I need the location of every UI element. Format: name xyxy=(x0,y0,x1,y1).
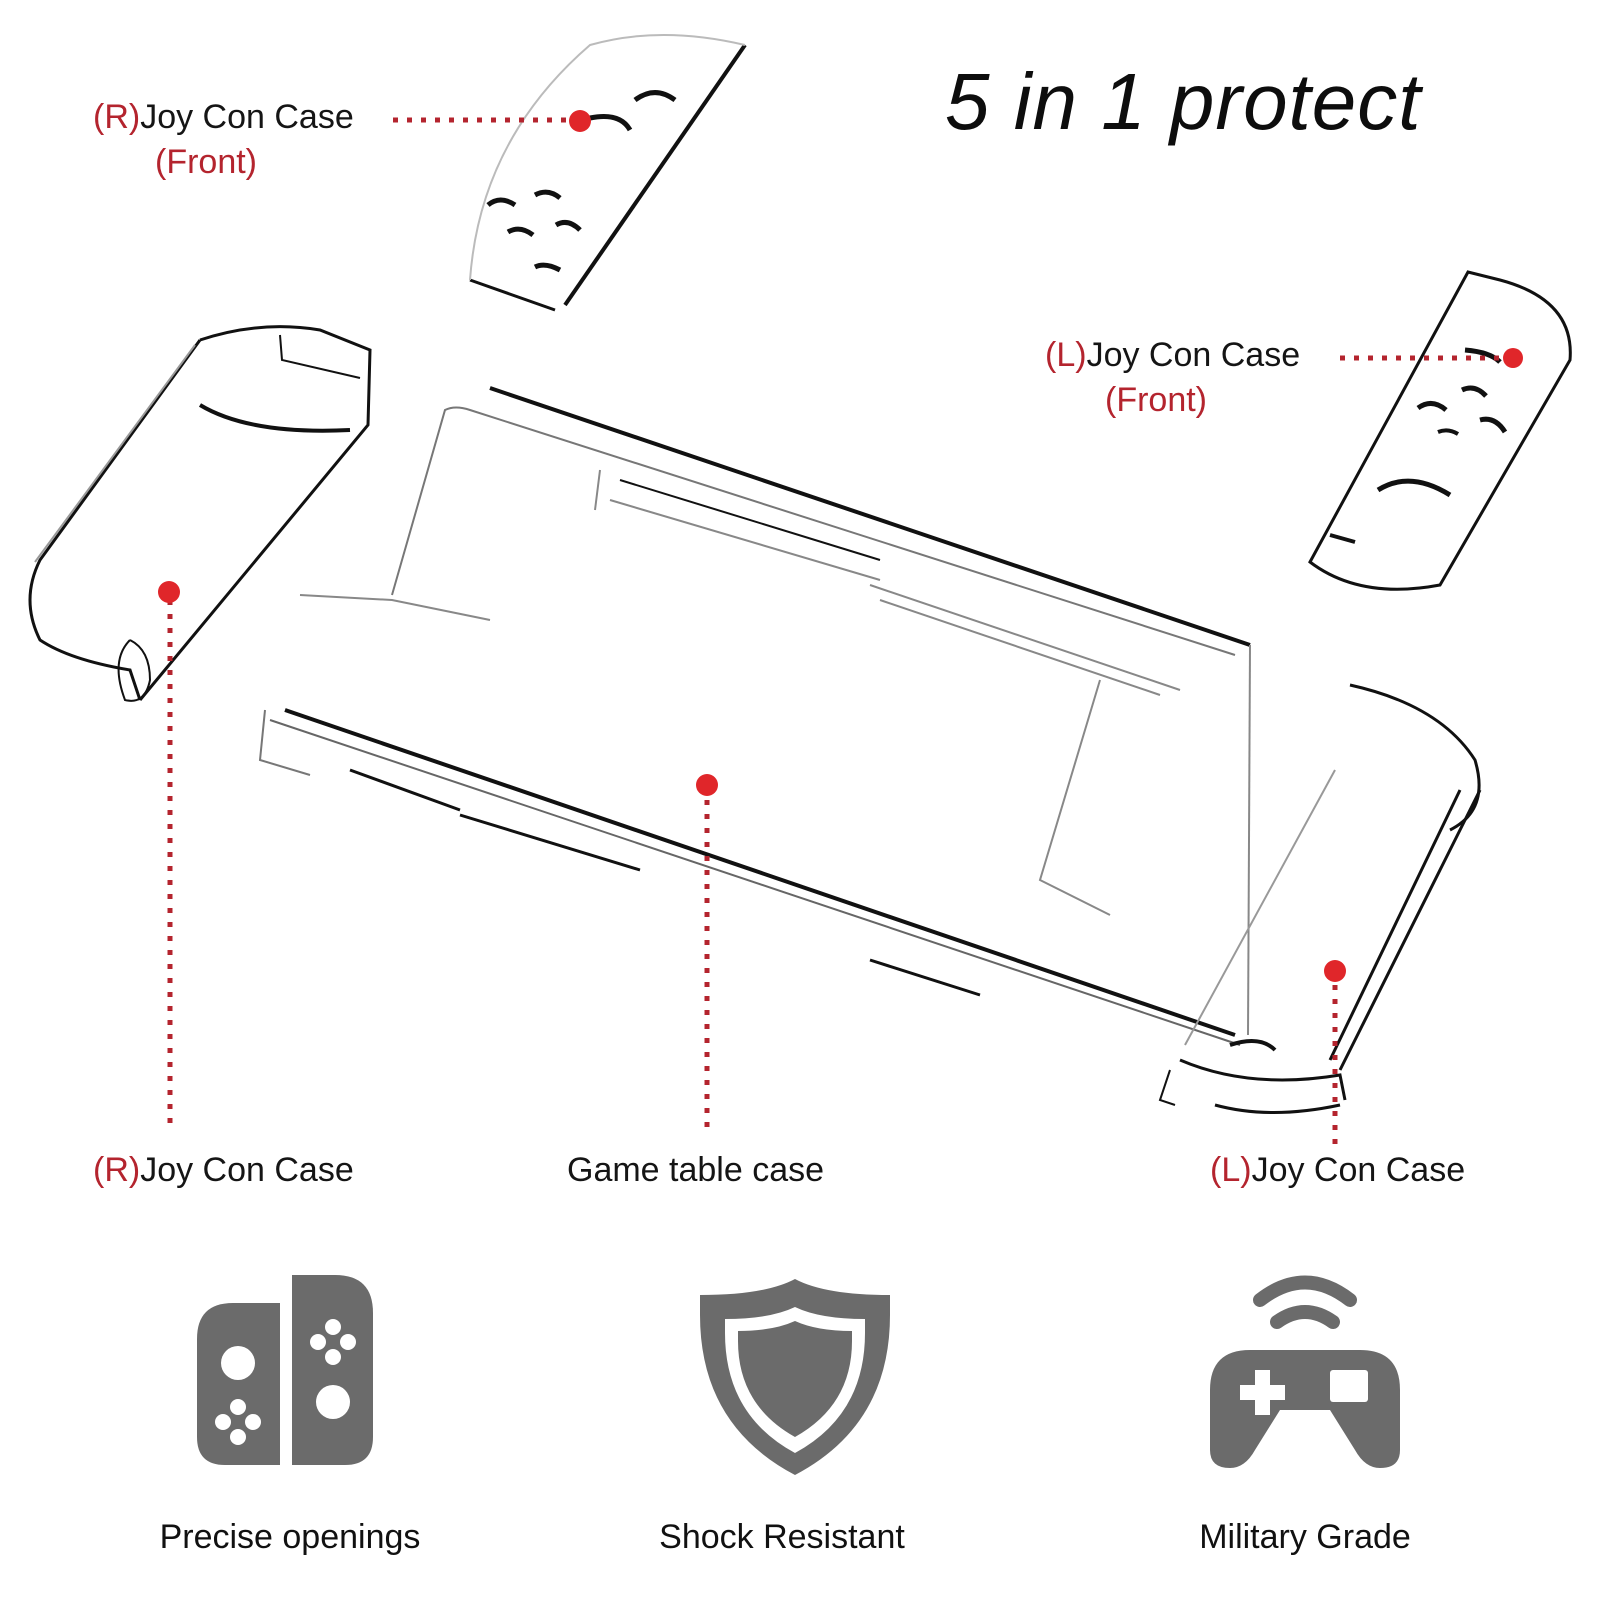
r-joycon-front-shell xyxy=(469,34,747,312)
callout-dots xyxy=(158,110,1523,982)
callout-tag: (R) xyxy=(93,98,141,136)
page-title: 5 in 1 protect xyxy=(945,57,1422,146)
wireless-gamepad-icon xyxy=(1205,1270,1405,1475)
console-shell xyxy=(258,386,1251,1046)
callout-l-joycon-back: (L)Joy Con Case xyxy=(1210,1153,1465,1187)
leader-lines xyxy=(167,117,1500,1145)
callout-l-joycon-front-sub: (Front) xyxy=(1105,381,1207,419)
feature-label-military-grade: Military Grade xyxy=(1199,1518,1411,1556)
callout-r-joycon-back: (R)Joy Con Case xyxy=(93,1153,354,1187)
joy-con-controllers-icon xyxy=(195,1275,375,1470)
callout-label: Joy Con Case xyxy=(1251,1151,1466,1189)
callout-console-case: Game table case xyxy=(567,1151,825,1189)
l-joycon-back-shell xyxy=(1158,683,1482,1114)
callout-tag: (L) xyxy=(1045,336,1087,374)
callout-label: Joy Con Case xyxy=(140,1151,354,1189)
l-joycon-front-shell xyxy=(1308,270,1572,591)
r-joycon-back-shell xyxy=(28,325,372,702)
feature-label-shock-resistant: Shock Resistant xyxy=(659,1518,905,1556)
callout-r-joycon-front-sub: (Front) xyxy=(155,143,257,181)
callout-r-joycon-front: (R)Joy Con Case xyxy=(93,100,354,134)
callout-l-joycon-front: (L)Joy Con Case xyxy=(1045,338,1300,372)
callout-tag: (L) xyxy=(1210,1151,1252,1189)
callout-tag: (R) xyxy=(93,1151,141,1189)
shield-icon xyxy=(695,1275,895,1480)
feature-label-precise-openings: Precise openings xyxy=(159,1518,421,1556)
callout-label: Joy Con Case xyxy=(140,98,354,136)
callout-label: Joy Con Case xyxy=(1086,336,1301,374)
